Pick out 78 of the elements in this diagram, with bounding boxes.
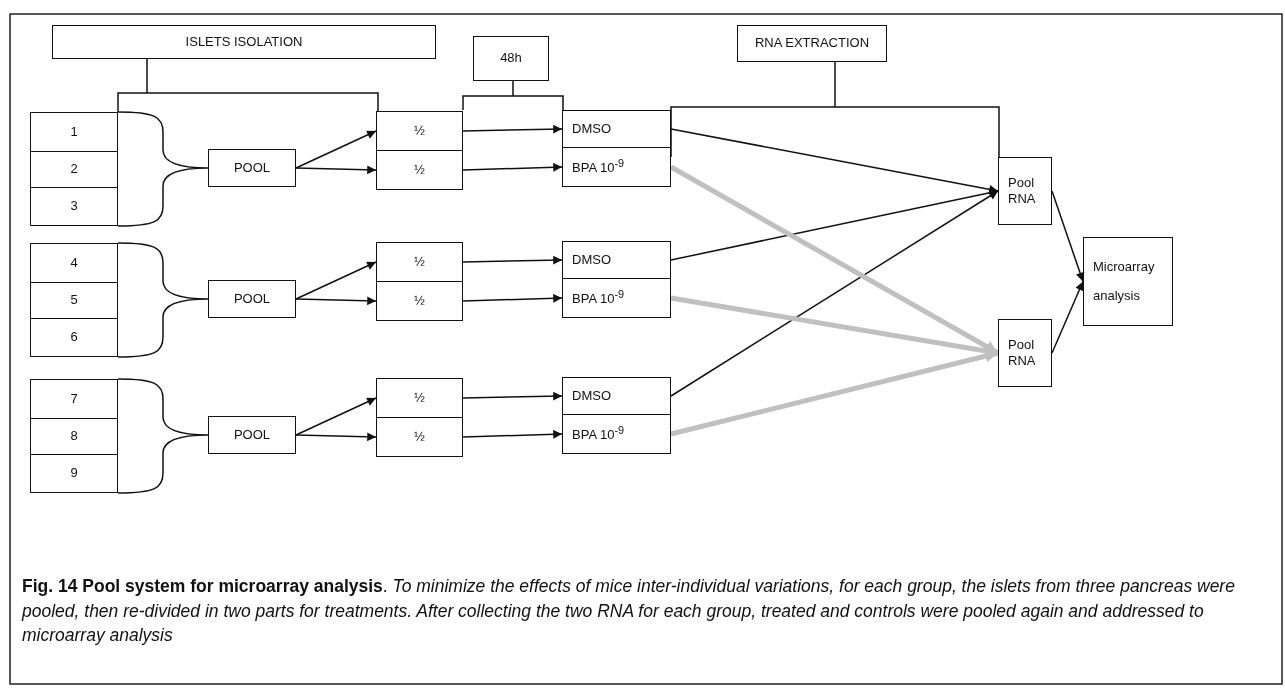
box-label: DMSO <box>572 120 611 138</box>
arrow <box>462 429 563 439</box>
box-label: ½ <box>414 122 425 140</box>
box-label: 1 <box>70 123 78 141</box>
process-box <box>376 150 463 190</box>
process-box <box>208 416 296 454</box>
box-label: 9 <box>70 465 78 482</box>
box-label: ½ <box>414 389 425 407</box>
box-label: 8 <box>70 428 78 445</box>
process-box <box>562 377 671 415</box>
process-box <box>208 149 296 187</box>
process-box <box>376 242 463 282</box>
arrow <box>462 255 563 265</box>
arrow <box>295 130 377 169</box>
process-box <box>30 418 118 455</box>
box-label: 2 <box>70 161 78 178</box>
process-box <box>562 110 671 148</box>
box-label: Pool RNA <box>1008 336 1037 370</box>
process-box <box>30 454 118 493</box>
box-label: BPA 10$^{-9}$ <box>572 288 625 308</box>
arrow <box>462 391 563 401</box>
arrow <box>670 128 999 194</box>
arrow <box>295 261 377 300</box>
box-label: 3 <box>70 198 78 215</box>
box-label: ½ <box>414 428 425 446</box>
arrow <box>670 188 999 261</box>
box-label: POOL <box>233 290 271 308</box>
process-box <box>30 112 118 152</box>
process-box <box>30 243 118 283</box>
arrow <box>462 162 563 172</box>
figure-caption: Fig. 14 Pool system for microarray analysis. To minimize the effects of mice inter-individual variations, for each group, the islets from three pancreas were pooled, then re-divided in two parts for treatments. After collecting the two RNA for each group, treated and controls were pooled again and addressed to microarray analysis <box>22 575 1236 647</box>
arrow <box>462 124 563 134</box>
box-label: ½ <box>414 253 425 271</box>
box-label: Pool RNA <box>1008 174 1037 208</box>
process-box <box>473 36 549 81</box>
arrow <box>295 296 377 306</box>
box-label: 7 <box>70 390 78 408</box>
process-box <box>376 111 463 151</box>
box-label: 4 <box>70 254 78 272</box>
box-label: BPA 10$^{-9}$ <box>572 157 625 177</box>
process-box <box>1083 237 1173 326</box>
box-label: Microarray analysis <box>1093 257 1156 305</box>
process-box <box>376 378 463 418</box>
process-box <box>30 318 118 357</box>
box-label: ½ <box>414 161 425 179</box>
box-label: ISLETS ISOLATION <box>185 33 303 51</box>
box-label: 6 <box>70 329 78 346</box>
process-box <box>737 25 887 62</box>
arrow <box>670 190 999 397</box>
process-box <box>998 157 1052 225</box>
process-box <box>52 25 436 59</box>
box-label: DMSO <box>572 387 611 405</box>
box-label: RNA EXTRACTION <box>754 35 870 52</box>
box-label: 48h <box>500 50 522 67</box>
process-box <box>562 414 671 454</box>
arrow <box>295 397 377 436</box>
box-label: DMSO <box>572 251 611 269</box>
process-box <box>30 187 118 226</box>
arrow <box>295 165 377 175</box>
process-box <box>208 280 296 318</box>
box-label: BPA 10$^{-9}$ <box>572 424 625 444</box>
process-box <box>562 241 671 279</box>
process-box <box>376 281 463 321</box>
process-box <box>30 282 118 319</box>
process-box <box>562 278 671 318</box>
box-label: POOL <box>233 159 271 177</box>
process-box <box>998 319 1052 387</box>
process-box <box>562 147 671 187</box>
box-label: ½ <box>414 292 425 310</box>
box-label: 5 <box>70 292 78 309</box>
arrow <box>1051 190 1085 283</box>
process-box <box>30 151 118 188</box>
arrow <box>295 432 377 442</box>
process-box <box>376 417 463 457</box>
process-box <box>30 379 118 419</box>
arrow <box>462 293 563 303</box>
arrow <box>1051 280 1084 354</box>
box-label: POOL <box>233 426 271 444</box>
